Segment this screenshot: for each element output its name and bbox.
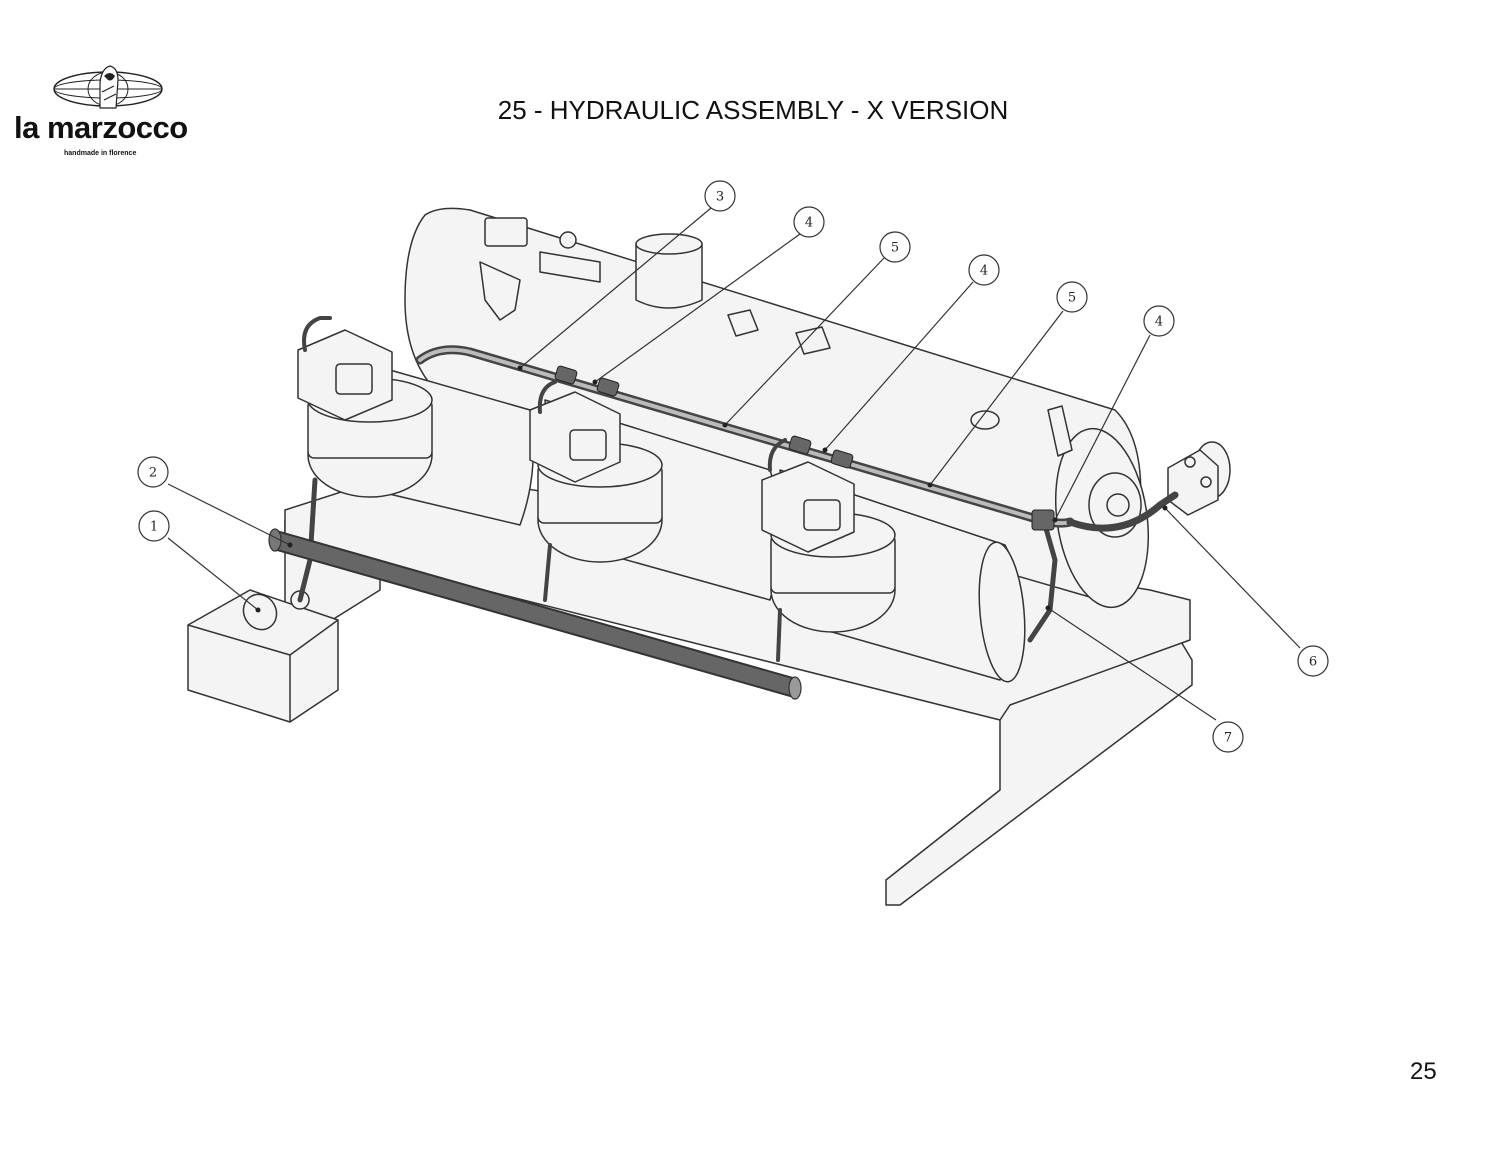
group-unit-2: [529, 391, 663, 563]
frame-leg-right: [885, 639, 1193, 906]
pressure-switch: [1167, 441, 1231, 516]
brand-logo: la marzocco handmade in florence: [12, 62, 202, 162]
top-valve: [484, 217, 528, 247]
callout-1: 1: [150, 520, 158, 535]
callout-4c: 4: [1155, 315, 1163, 330]
callout-2: 2: [149, 466, 157, 481]
drain-box: [187, 589, 339, 723]
callout-4a: 4: [805, 216, 813, 231]
pipe-drop-3: [776, 608, 782, 662]
globe-lion-emblem-icon: [53, 65, 163, 109]
pipe-drop-2: [543, 543, 552, 602]
drain-manifold: [268, 528, 802, 700]
page-number: 25: [1410, 1058, 1437, 1085]
pipe-to-pressure-switch: [1066, 491, 1179, 532]
callout-5b: 5: [1068, 291, 1076, 306]
group-unit-1: [297, 329, 433, 498]
brand-tagline: handmade in florence: [64, 150, 137, 157]
callout-7: 7: [1224, 731, 1232, 746]
callout-4b: 4: [980, 264, 988, 279]
group-unit-3: [761, 461, 896, 633]
pipe-riser-7: [1027, 522, 1058, 643]
callout-5a: 5: [891, 241, 899, 256]
callout-6: 6: [1309, 655, 1317, 670]
brand-wordmark: la marzocco: [14, 110, 188, 145]
callout-3: 3: [716, 190, 724, 205]
page-title: 25 - HYDRAULIC ASSEMBLY - X VERSION: [497, 95, 1009, 125]
